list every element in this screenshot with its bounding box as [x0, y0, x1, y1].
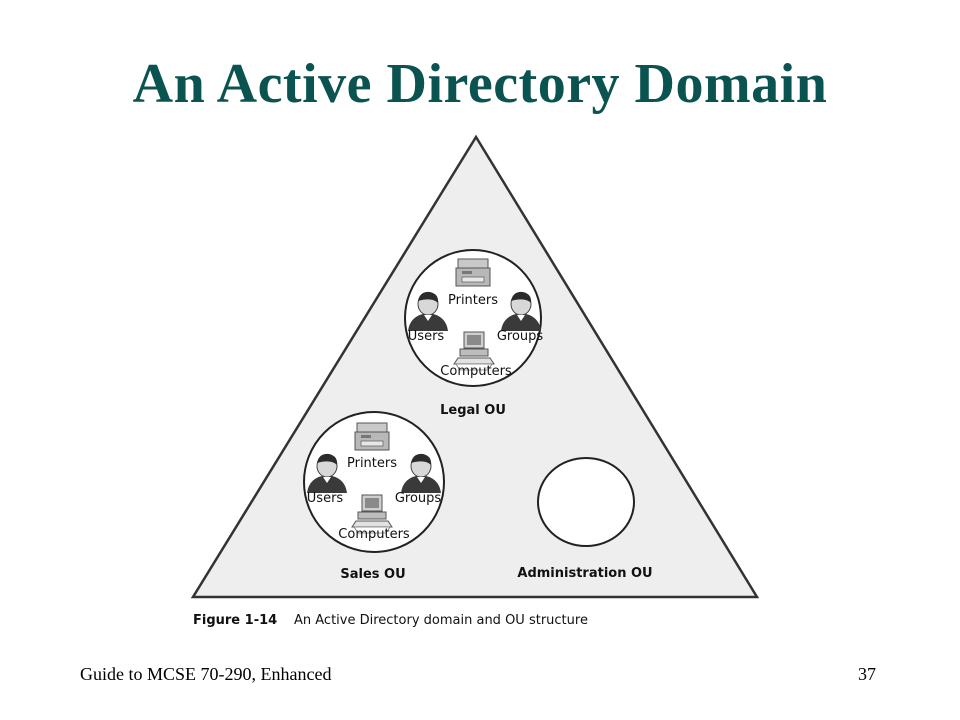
footer-course-title: Guide to MCSE 70-290, Enhanced — [80, 664, 332, 684]
legal-ou: Printers Users Groups Computers Legal OU — [404, 249, 544, 418]
legal-ou-label: Legal OU — [440, 403, 506, 418]
sales-ou-circle — [303, 411, 445, 553]
administration-ou: Administration OU — [517, 457, 653, 581]
legal-ou-printers-label: Printers — [448, 293, 498, 308]
figure-caption: Figure 1-14 An Active Directory domain a… — [193, 613, 588, 628]
page-number: 37 — [858, 664, 876, 684]
administration-ou-circle — [537, 457, 635, 547]
sales-ou: Printers Users Groups Computers Sales OU — [303, 411, 445, 582]
sales-ou-label: Sales OU — [340, 567, 405, 582]
legal-ou-computers-label: Computers — [440, 364, 512, 379]
administration-ou-label: Administration OU — [517, 566, 652, 581]
sales-ou-printers-label: Printers — [347, 456, 397, 471]
sales-ou-users-label: Users — [307, 491, 344, 506]
figure-caption-text: An Active Directory domain and OU struct… — [294, 613, 588, 628]
slide-title: An Active Directory Domain — [132, 53, 828, 115]
figure-number: Figure 1-14 — [193, 613, 277, 628]
printer-icon — [455, 258, 491, 287]
sales-ou-computers-label: Computers — [338, 527, 410, 542]
sales-ou-groups-label: Groups — [395, 491, 442, 506]
legal-ou-groups-label: Groups — [497, 329, 544, 344]
printer-icon — [354, 422, 390, 451]
legal-ou-users-label: Users — [408, 329, 445, 344]
legal-ou-circle — [404, 249, 542, 387]
